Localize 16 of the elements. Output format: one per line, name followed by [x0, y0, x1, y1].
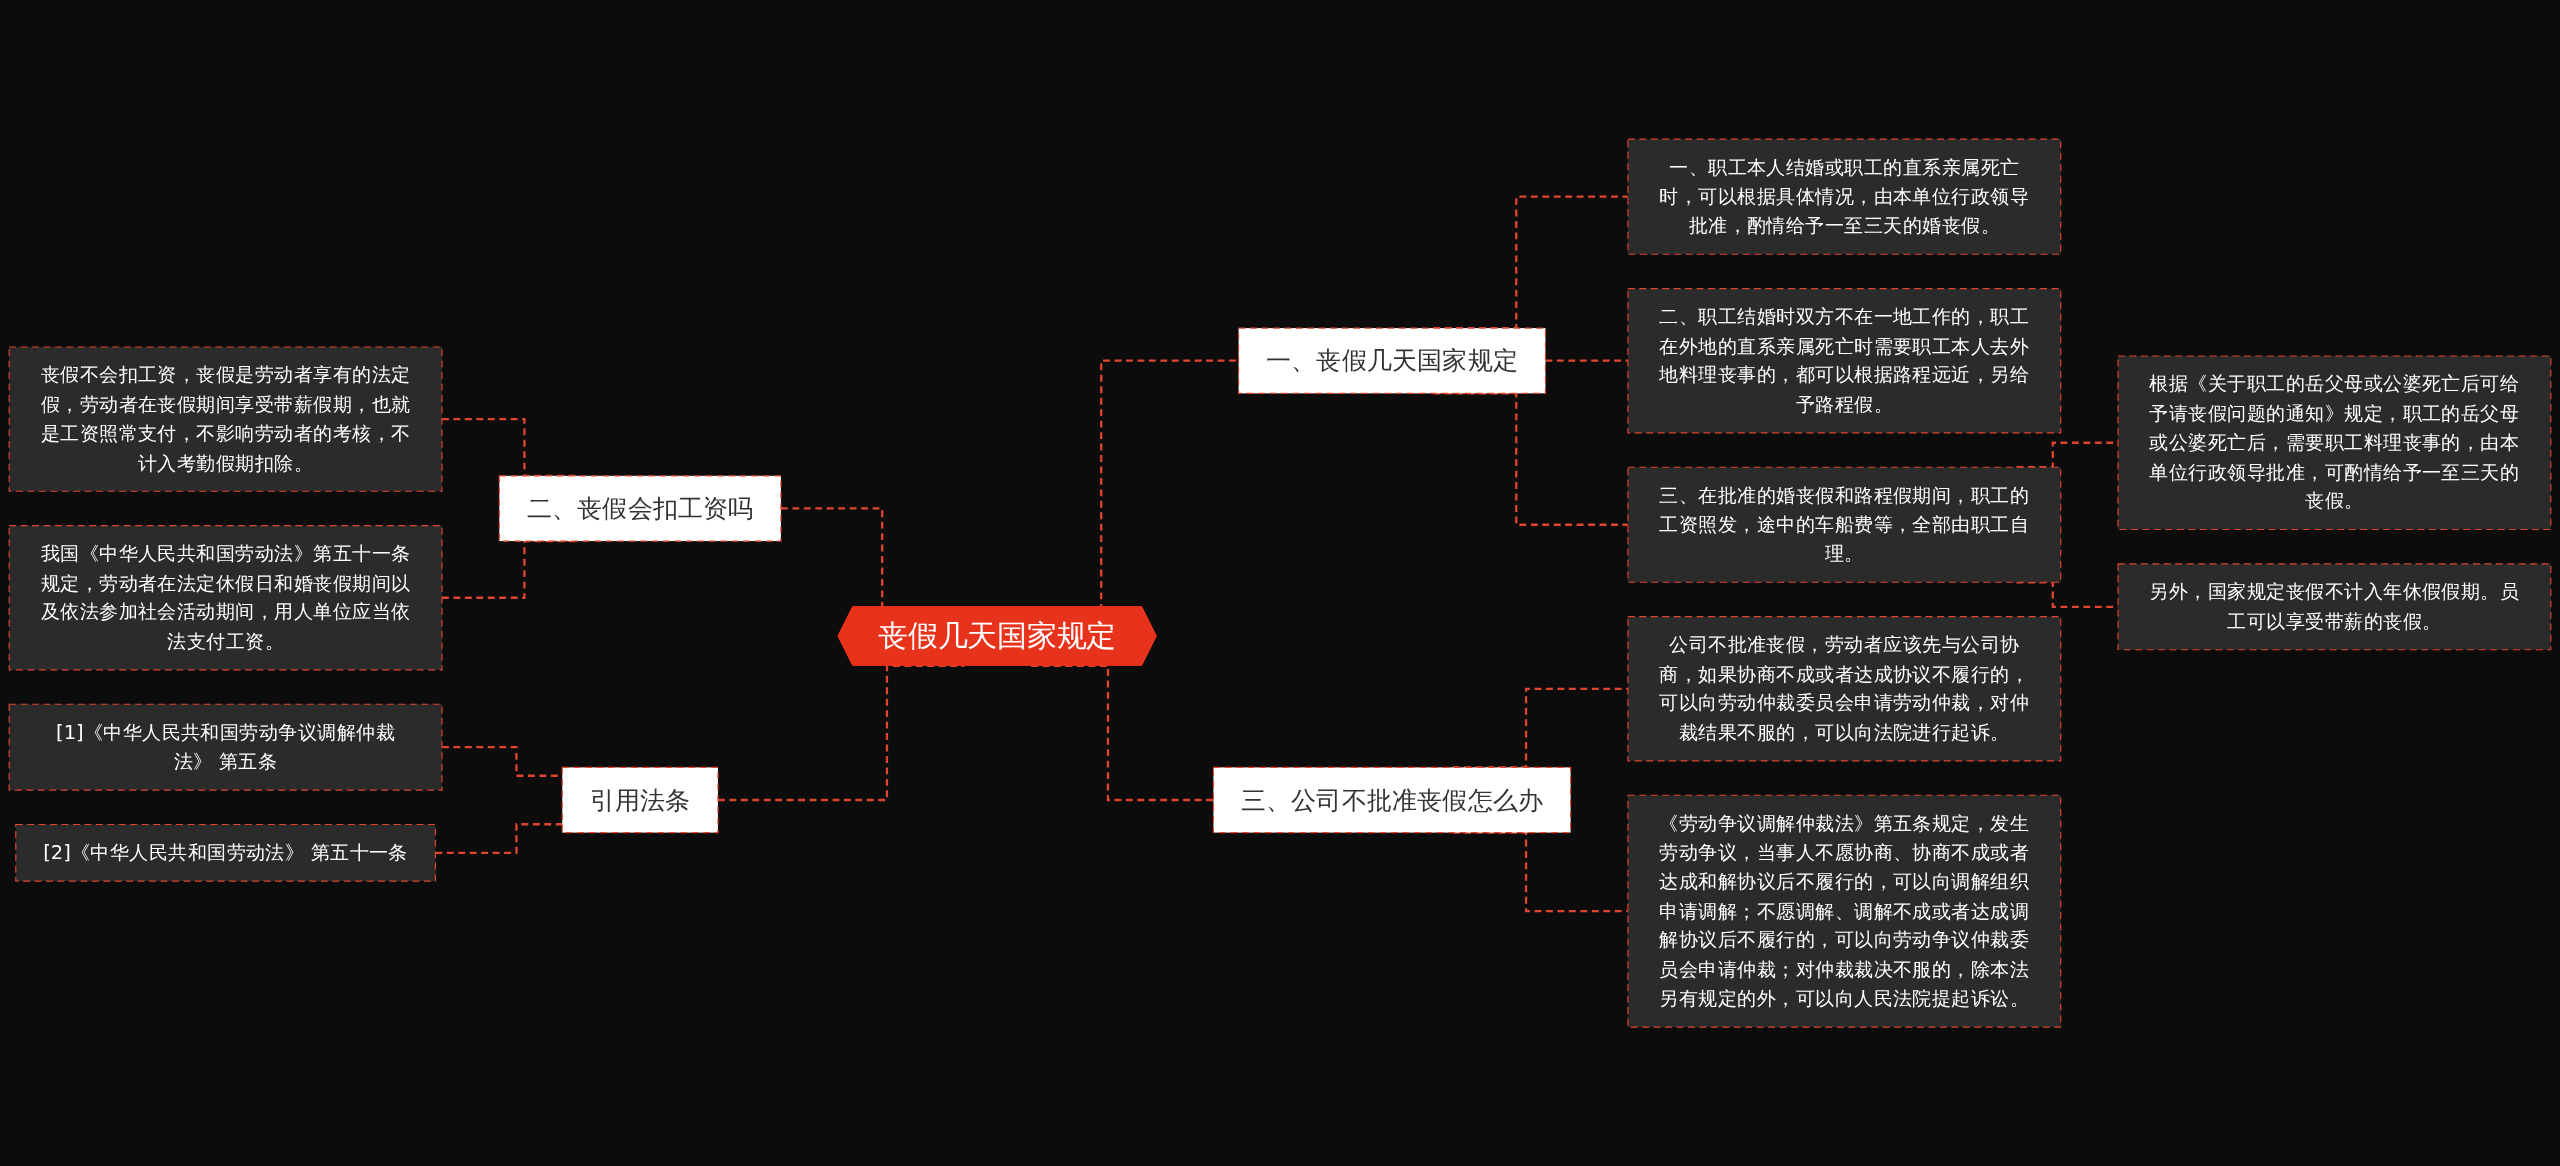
- connector: [435, 822, 563, 854]
- node-box: 我国《中华人民共和国劳动法》第五十一条规定，劳动者在法定休假日和婚丧假期间以及依法参加社会活动期间，用人单位应当依法支付工资。: [8, 524, 443, 671]
- node-box: 公司不批准丧假，劳动者应该先与公司协商，如果协商不成或者达成协议不履行的，可以向劳动仲裁委员会申请劳动仲裁，对仲裁结果不服的，可以向法院进行起诉。: [1627, 615, 2062, 762]
- node-box: 另外，国家规定丧假不计入年休假假期。员工可以享受带薪的丧假。: [2117, 563, 2552, 651]
- node-box: 二、丧假会扣工资吗: [498, 475, 782, 542]
- node-box: 二、职工结婚时双方不在一地工作的，职工在外地的直系亲属死亡时需要职工本人去外地料理丧事的，都可以根据路程远近，另给予路程假。: [1627, 287, 2062, 434]
- node-box: 三、公司不批准丧假怎么办: [1212, 766, 1572, 834]
- node-box: 根据《关于职工的岳父母或公婆死亡后可给予请丧假问题的通知》规定，职工的岳父母或公婆死亡后，需要职工料理丧事的，由本单位行政领导批准，可酌情给予一至三天的丧假。: [2117, 355, 2552, 530]
- node-box: 一、丧假几天国家规定: [1238, 327, 1547, 394]
- node-box: 《劳动争议调解仲裁法》第五条规定，发生劳动争议，当事人不愿协商、协商不成或者达成和解协议后不履行的，可以向调解组织申请调解；不愿调解、调解不成或者达成调解协议后不履行的，可以向劳动争议仲裁委员会申请仲裁；对仲裁裁决不服的，除本法另有规定的外，可以向人民法院提起诉讼。: [1627, 794, 2062, 1028]
- node-box: [1]《中华人民共和国劳动争议调解仲裁法》 第五条: [8, 703, 443, 791]
- node-box: 三、在批准的婚丧假和路程假期间，职工的工资照发，途中的车船费等，全部由职工自理。: [1627, 466, 2062, 583]
- node-box: 丧假不会扣工资，丧假是劳动者享有的法定假，劳动者在丧假期间享受带薪假期，也就是工资照常支付，不影响劳动者的考核，不计入考勤假期扣除。: [8, 346, 443, 492]
- node-box: [2]《中华人民共和国劳动法》 第五十一条: [15, 823, 436, 882]
- node-box: 一、职工本人结婚或职工的直系亲属死亡时，可以根据具体情况，由本单位行政领导批准，酌情给予一至三天的婚丧假。: [1627, 138, 2062, 255]
- node-box: 引用法条: [561, 766, 719, 834]
